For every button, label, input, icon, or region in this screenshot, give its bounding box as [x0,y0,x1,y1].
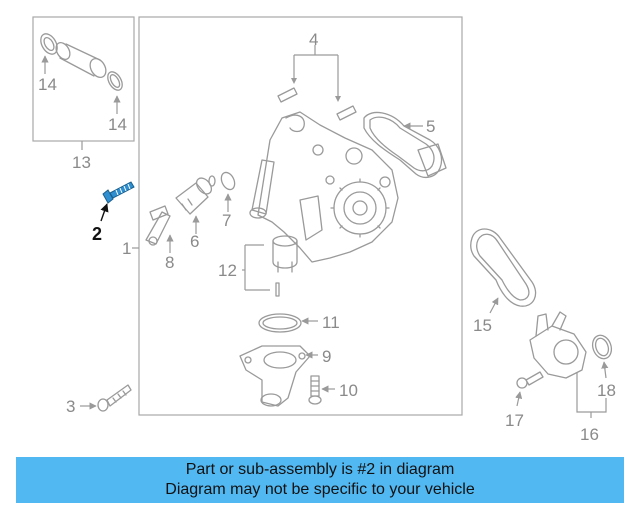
leader-2 [100,203,109,222]
water-pump-part-1 [249,111,399,263]
callout-1: 1 [122,239,131,258]
callout-15: 15 [473,316,492,335]
banner-line-part-number: Part or sub-assembly is #2 in diagram [185,461,455,478]
leader-17 [515,391,523,407]
info-banner: Part or sub-assembly is #2 in diagram Di… [16,457,624,503]
oring-part-7 [220,171,236,191]
callout-3: 3 [66,397,75,416]
callout-13: 13 [72,153,91,172]
belt-part-15 [470,228,537,307]
callout-4: 4 [309,30,318,49]
coolant-pipe-part [40,33,123,91]
group-13-frame [32,16,135,142]
callout-16: 16 [580,425,599,444]
callout-6: 6 [190,232,199,251]
callout-14b: 14 [108,115,127,134]
callout-9: 9 [322,347,331,366]
callout-2[interactable]: 2 [92,224,102,244]
callout-8: 8 [165,253,174,272]
flange-part-9 [239,345,311,407]
oring-part-18 [591,334,613,360]
oring-part-18-inner [594,337,610,357]
callout-5: 5 [426,117,435,136]
bolt-part-3 [97,384,132,412]
callout-14a: 14 [38,75,57,94]
bolt-part-17 [516,371,544,389]
callout-7: 7 [222,211,231,230]
fitting-part-12 [272,235,298,297]
leader-18 [601,361,609,379]
bolt-part-10 [308,375,322,405]
pump-part-16 [529,311,587,379]
leader-16 [576,372,607,418]
leader-12 [244,244,270,291]
callout-18: 18 [597,381,616,400]
callout-17: 17 [505,411,524,430]
banner-line-disclaimer: Diagram may not be specific to your vehi… [165,481,475,498]
pins-part-4 [277,87,357,121]
housing-part-6 [175,175,216,215]
leader-4 [293,45,339,100]
oring-part-11 [258,313,302,333]
sensor-part-8 [145,205,171,246]
callout-10: 10 [339,381,358,400]
leader-15 [489,297,499,314]
oring-part-11-inner [262,316,298,330]
callout-11: 11 [322,313,340,332]
callout-12: 12 [218,261,237,280]
bolt-part-2 [102,181,135,204]
gasket-part-5 [363,111,447,179]
assembly-1-frame [138,16,463,416]
parts-diagram: 1 2 3 4 5 6 7 8 9 10 11 12 13 14 14 15 1… [32,16,616,444]
